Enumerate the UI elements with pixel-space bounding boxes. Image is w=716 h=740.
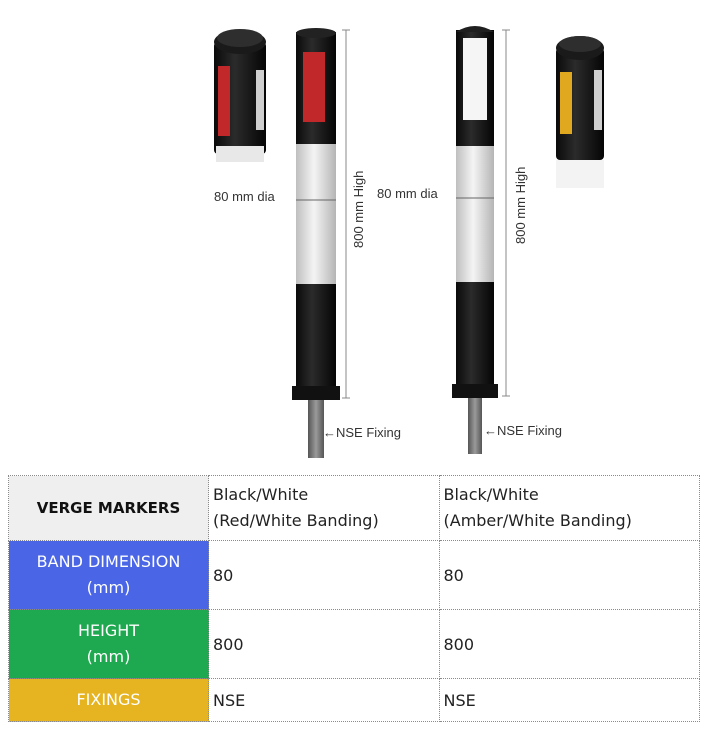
spec-table: VERGE MARKERS Black/White (Red/White Ban…	[8, 475, 700, 722]
table-row: BAND DIMENSION (mm) 80 80	[8, 540, 700, 610]
posts-illustration	[214, 26, 604, 458]
verge-markers-heading: VERGE MARKERS	[8, 475, 209, 541]
left-closeup-image	[214, 29, 266, 162]
height-col1: 800	[208, 609, 440, 679]
left-diameter-label: 80 mm dia	[214, 189, 275, 204]
right-closeup-image	[556, 36, 604, 188]
col2-header: Black/White (Amber/White Banding)	[438, 475, 700, 541]
fixings-col1: NSE	[208, 678, 440, 722]
col2-header-line2: (Amber/White Banding)	[443, 511, 632, 530]
left-height-label: 800 mm High	[351, 170, 366, 248]
row-label-line1: HEIGHT	[77, 621, 140, 640]
height-label: HEIGHT (mm)	[8, 609, 209, 679]
col1-header-line1: Black/White	[213, 485, 309, 504]
right-diameter-label: 80 mm dia	[377, 186, 438, 201]
row-label-line1: BAND DIMENSION	[36, 552, 181, 571]
row-label-line2: (mm)	[86, 647, 131, 666]
product-figure: 80 mm dia 800 mm High ←NSE Fixing 80 mm …	[214, 26, 604, 458]
table-row: FIXINGS NSE NSE	[8, 678, 700, 722]
right-post	[452, 26, 510, 454]
left-fixing-label: ←NSE Fixing	[323, 425, 402, 440]
band-dimension-label: BAND DIMENSION (mm)	[8, 540, 209, 610]
band-dimension-col1: 80	[208, 540, 440, 610]
height-col2: 800	[438, 609, 700, 679]
fixings-label: FIXINGS	[8, 678, 209, 722]
band-dimension-col2: 80	[438, 540, 700, 610]
col2-header-line1: Black/White	[443, 485, 539, 504]
row-label-line2: (mm)	[86, 578, 131, 597]
right-fixing-label: ←NSE Fixing	[484, 423, 563, 438]
col1-header: Black/White (Red/White Banding)	[208, 475, 440, 541]
table-row: HEIGHT (mm) 800 800	[8, 609, 700, 679]
col1-header-line2: (Red/White Banding)	[213, 511, 379, 530]
left-post	[292, 28, 350, 458]
table-header-row: VERGE MARKERS Black/White (Red/White Ban…	[8, 475, 700, 541]
right-height-label: 800 mm High	[513, 166, 528, 244]
fixings-col2: NSE	[438, 678, 700, 722]
